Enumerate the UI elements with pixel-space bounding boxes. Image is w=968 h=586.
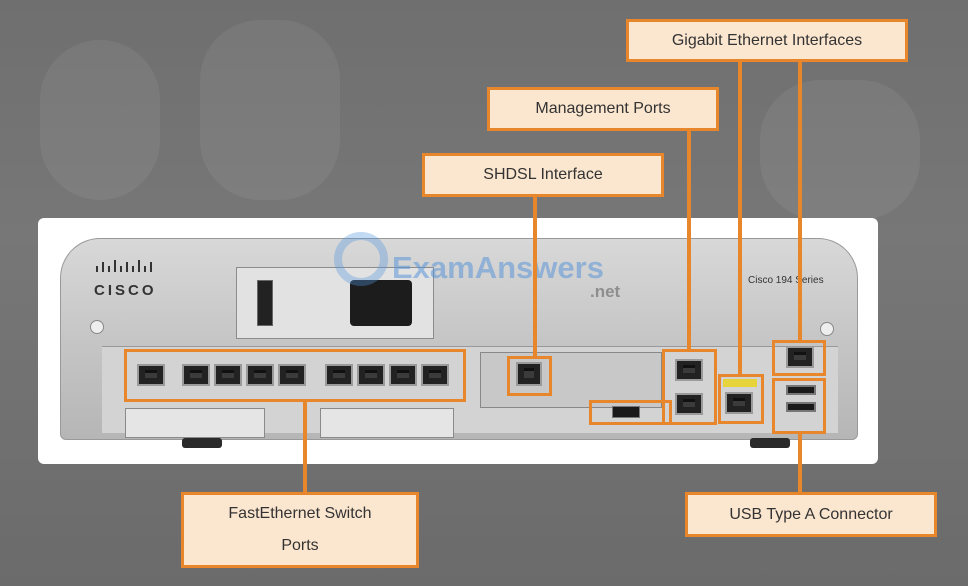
gigabit-label-plate <box>723 379 757 387</box>
gigabit-callout: Gigabit Ethernet Interfaces <box>626 19 908 62</box>
screw <box>820 322 834 336</box>
router-foot <box>182 438 222 448</box>
fastethernet-callout-line1: FastEthernet Switch <box>228 505 372 522</box>
brand-label: CISCO <box>94 282 157 299</box>
background-shape <box>40 40 160 200</box>
watermark-text: ExamAnswers <box>392 250 604 285</box>
mini-usb-port[interactable] <box>612 406 640 418</box>
shdsl-highlight <box>507 356 552 396</box>
shdsl-callout: SHDSL Interface <box>422 153 664 197</box>
usb-callout: USB Type A Connector <box>685 492 937 537</box>
connector-line-shdsl <box>533 196 537 358</box>
watermark-suffix: .net <box>590 282 621 301</box>
cisco-bars-icon <box>96 260 152 272</box>
fastethernet-port[interactable] <box>214 364 242 386</box>
fastethernet-callout: FastEthernet Switch Ports <box>181 492 419 568</box>
connector-line-gigabit <box>798 62 802 342</box>
fastethernet-callout-line2: Ports <box>281 537 319 554</box>
fastethernet-port[interactable] <box>357 364 385 386</box>
fastethernet-port[interactable] <box>389 364 417 386</box>
management-usb-highlight <box>589 400 672 425</box>
usb-port[interactable] <box>786 385 816 395</box>
fastethernet-port[interactable] <box>137 364 165 386</box>
model-label: Cisco 194 Series <box>748 275 824 286</box>
compact-flash-slot <box>320 408 454 438</box>
shdsl-module <box>480 352 662 408</box>
gigabit-port-0[interactable] <box>725 392 753 414</box>
background-shape <box>200 20 340 200</box>
gigabit-highlight <box>718 374 764 424</box>
gigabit-port-1[interactable] <box>786 346 814 368</box>
connector-line-management <box>687 130 691 350</box>
power-socket <box>350 280 412 326</box>
usb-highlight <box>772 378 826 434</box>
connector-line-fastethernet <box>303 401 307 493</box>
power-switch[interactable] <box>257 280 273 326</box>
connector-line-gigabit <box>738 62 742 375</box>
management-port-console[interactable] <box>675 359 703 381</box>
router-foot <box>750 438 790 448</box>
management-port-aux[interactable] <box>675 393 703 415</box>
management-highlight <box>662 349 717 425</box>
watermark-logo <box>334 232 388 286</box>
fastethernet-highlight <box>124 349 466 402</box>
fastethernet-port[interactable] <box>421 364 449 386</box>
usb-port[interactable] <box>786 402 816 412</box>
shdsl-port[interactable] <box>516 362 542 386</box>
fastethernet-port[interactable] <box>278 364 306 386</box>
gigabit-highlight <box>772 340 826 376</box>
compact-flash-slot <box>125 408 265 438</box>
cisco-logo: CISCO <box>94 258 164 299</box>
connector-line-usb <box>798 433 802 494</box>
screw <box>90 320 104 334</box>
fastethernet-port[interactable] <box>182 364 210 386</box>
management-callout: Management Ports <box>487 87 719 131</box>
fastethernet-port[interactable] <box>325 364 353 386</box>
background-shape <box>760 80 920 220</box>
fastethernet-port[interactable] <box>246 364 274 386</box>
